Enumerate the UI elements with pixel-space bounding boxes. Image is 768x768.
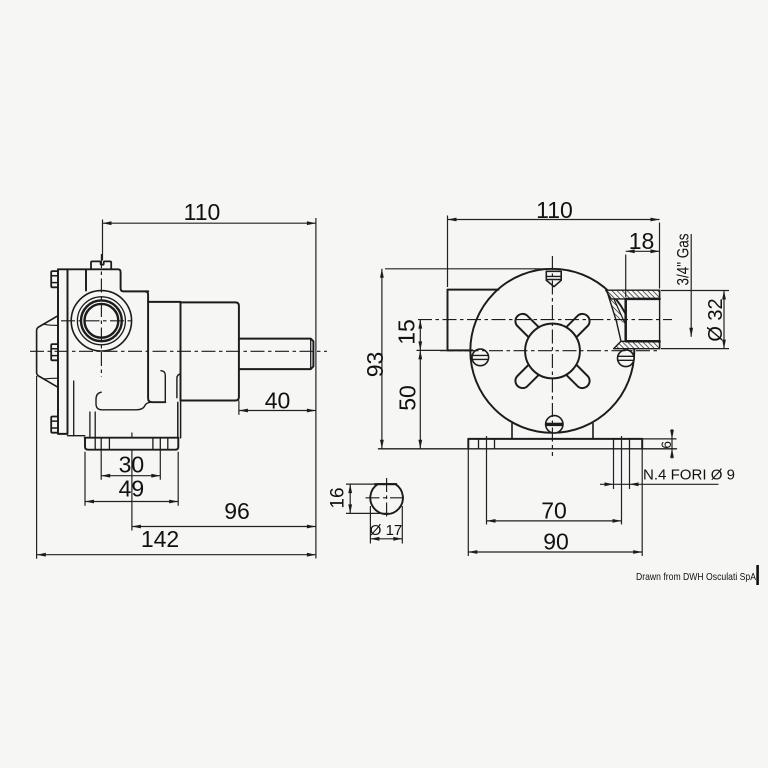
svg-text:Drawn from DWH Osculati SpA: Drawn from DWH Osculati SpA bbox=[636, 571, 756, 583]
svg-text:16: 16 bbox=[328, 487, 349, 508]
svg-text:40: 40 bbox=[265, 388, 291, 414]
svg-text:Ø 32: Ø 32 bbox=[705, 298, 727, 341]
svg-text:N.4 FORI Ø 9: N.4 FORI Ø 9 bbox=[643, 468, 735, 484]
svg-text:15: 15 bbox=[393, 319, 419, 345]
svg-text:110: 110 bbox=[184, 199, 221, 225]
svg-text:142: 142 bbox=[141, 526, 179, 552]
svg-text:6: 6 bbox=[658, 441, 674, 449]
svg-text:90: 90 bbox=[543, 529, 569, 555]
svg-text:3/4" Gas: 3/4" Gas bbox=[673, 234, 692, 286]
svg-text:93: 93 bbox=[362, 352, 388, 378]
svg-text:50: 50 bbox=[395, 385, 421, 411]
svg-text:30: 30 bbox=[119, 452, 145, 478]
svg-text:Ø 17: Ø 17 bbox=[370, 522, 403, 539]
svg-text:18: 18 bbox=[629, 228, 655, 254]
svg-text:70: 70 bbox=[541, 498, 567, 524]
svg-text:49: 49 bbox=[119, 476, 145, 502]
svg-text:96: 96 bbox=[224, 498, 250, 524]
svg-text:110: 110 bbox=[536, 197, 573, 223]
